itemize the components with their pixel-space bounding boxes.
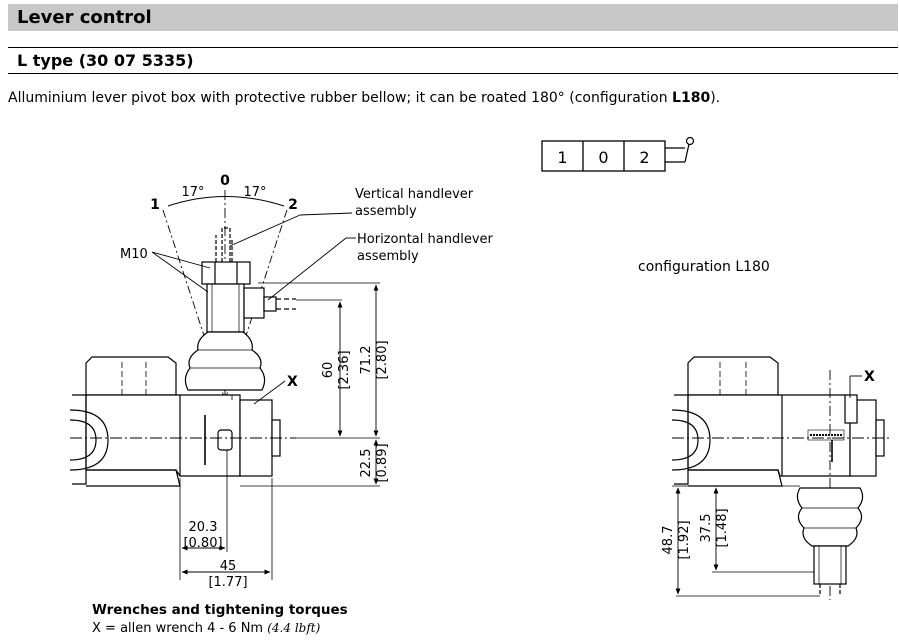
dim-20-3-inch: [0.80] <box>183 536 222 551</box>
description: Alluminium lever pivot box with protecti… <box>8 89 720 107</box>
dim-48-7-inch: [1.92] <box>677 520 692 559</box>
symbol-position-2: 2 <box>639 148 649 167</box>
subtitle: L type (30 07 5335) <box>17 51 194 70</box>
dim-60: 60 <box>321 362 336 379</box>
symbol-position-1: 1 <box>557 148 567 167</box>
description-config: L180 <box>672 90 711 106</box>
dim-48-7: 48.7 <box>661 526 676 555</box>
wrenches-imperial: (4.4 lbft) <box>267 621 321 635</box>
symbol-position-0: 0 <box>598 148 608 167</box>
dim-71-2: 71.2 <box>359 346 374 375</box>
section-title: Lever control <box>17 7 152 28</box>
dim-60-inch: [2.36] <box>337 350 352 389</box>
wrenches-line: X = allen wrench 4 - 6 Nm (4.4 lbft) <box>92 620 320 637</box>
dim-37-5-inch: [1.48] <box>715 508 730 547</box>
dim-37-5: 37.5 <box>699 514 714 543</box>
right-drawing-labels: X 48.7 [1.92] 37.5 [1.48] <box>661 369 875 560</box>
horizontal-handlever-line2: assembly <box>357 249 419 264</box>
wrenches-title: Wrenches and tightening torques <box>92 602 348 618</box>
vertical-handlever-line2: assembly <box>355 204 417 219</box>
section-header: Lever control <box>8 4 898 31</box>
thread-label: M10 <box>120 247 148 262</box>
dim-45-inch: [1.77] <box>208 575 247 590</box>
left-drawing <box>69 190 380 580</box>
vertical-handlever-line1: Vertical handlever <box>355 187 474 202</box>
description-text: Alluminium lever pivot box with protecti… <box>8 90 673 106</box>
lever-symbol: 1 0 2 <box>541 136 695 172</box>
position-2-label: 2 <box>288 197 298 213</box>
angle-right-label: 17° <box>243 185 266 200</box>
wrenches-spec: X = allen wrench 4 - 6 Nm <box>92 621 268 636</box>
horizontal-handlever-line1: Horizontal handlever <box>357 232 494 247</box>
description-end: ). <box>710 90 721 106</box>
dim-71-2-inch: [2.80] <box>375 340 390 379</box>
position-1-label: 1 <box>150 197 160 213</box>
dim-22-5-inch: [0.89] <box>375 443 390 482</box>
position-0-label: 0 <box>220 173 230 189</box>
wrench-marker-left: X <box>287 374 298 390</box>
dim-45: 45 <box>220 559 237 574</box>
left-drawing-labels: 0 1 2 17° 17° M10 Vertical handlever ass… <box>120 173 494 590</box>
subheader: L type (30 07 5335) <box>8 47 898 74</box>
dim-22-5: 22.5 <box>359 449 374 478</box>
dim-20-3: 20.3 <box>189 520 218 535</box>
angle-left-label: 17° <box>181 185 204 200</box>
wrench-marker-right: X <box>864 369 875 385</box>
right-drawing <box>671 356 890 600</box>
configuration-caption: configuration L180 <box>638 259 770 275</box>
